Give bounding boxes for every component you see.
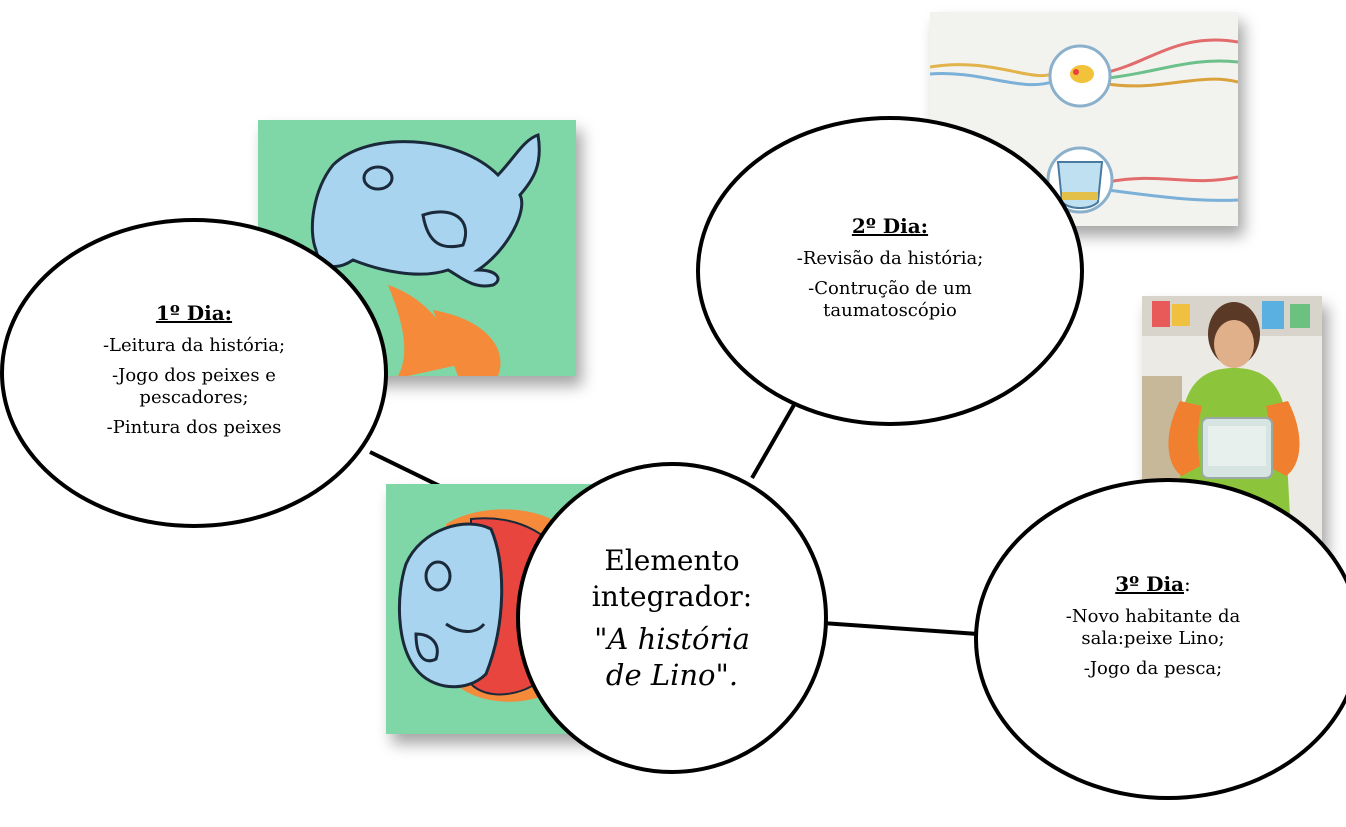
day3-bubble: 3º Dia: -Novo habitante da sala:peixe Li…	[974, 478, 1346, 800]
fish-painting-photo	[258, 120, 576, 376]
day3-title-colon: :	[1184, 572, 1191, 596]
day3-title: 3º Dia:	[1115, 572, 1191, 596]
day1-item: -Jogo dos peixes e pescadores;	[112, 365, 276, 408]
center-title-line1: Elemento	[604, 544, 740, 577]
center-bubble: Elemento integrador: "A história de Lino…	[516, 462, 828, 774]
day1-title: 1º Dia:	[155, 301, 233, 325]
day2-title: 2º Dia:	[851, 214, 929, 238]
center-quote-line1: "A história	[594, 622, 750, 656]
day3-item: -Jogo da pesca;	[1083, 658, 1223, 679]
day2-bubble: 2º Dia: -Revisão da história; -Contrução…	[696, 116, 1084, 426]
center-title-line2: integrador:	[591, 580, 753, 613]
day2-item: -Contrução de um taumatoscópio	[808, 278, 972, 321]
center-quote-line2: de Lino".	[605, 658, 739, 692]
day3-item: -Novo habitante da sala:peixe Lino;	[1065, 606, 1241, 649]
day1-item: -Leitura da história;	[102, 335, 286, 356]
day1-bubble: 1º Dia: -Leitura da história; -Jogo dos …	[0, 218, 388, 528]
connector-day3	[807, 620, 979, 636]
day1-item: -Pintura dos peixes	[106, 417, 282, 438]
thaumatrope-photo	[930, 12, 1238, 226]
day3-title-text: 3º Dia	[1115, 572, 1185, 596]
connector-day2	[750, 397, 800, 479]
day2-item: -Revisão da história;	[796, 248, 984, 269]
